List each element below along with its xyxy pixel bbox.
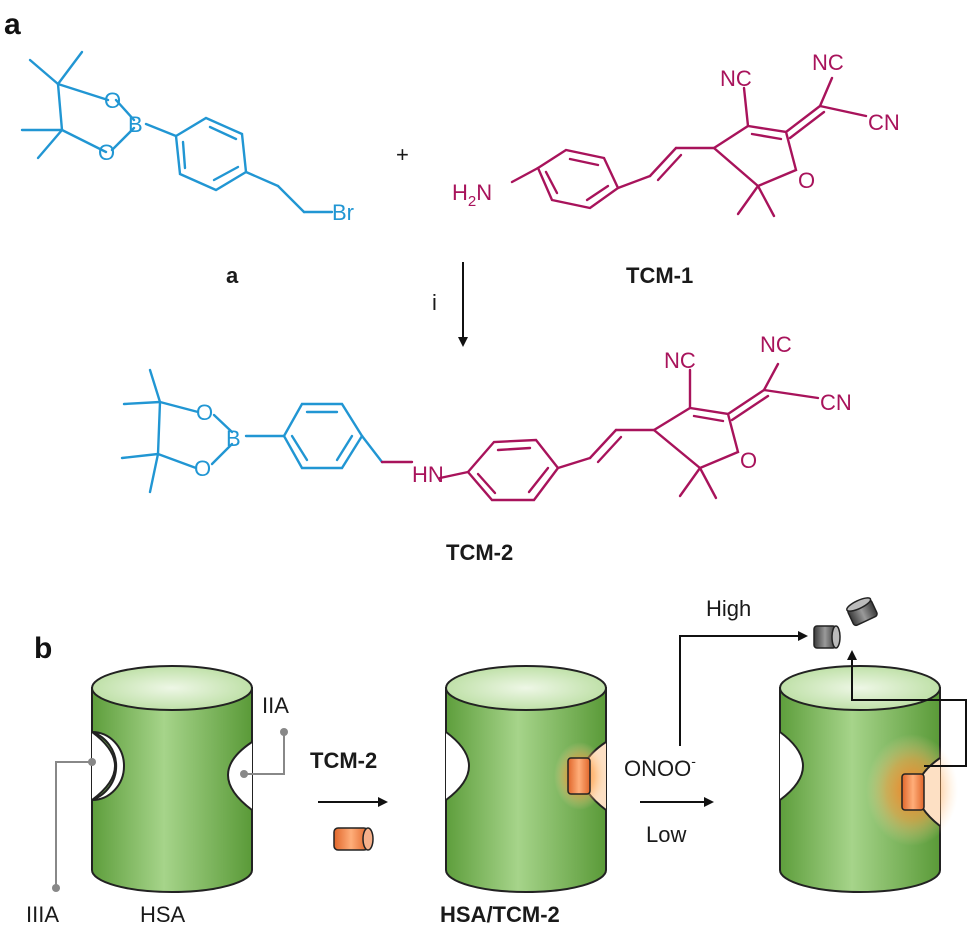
site-iiia-end-dot: [52, 884, 60, 892]
tcm2-nc-top: NC: [664, 348, 696, 373]
tcm1-label: TCM-1: [626, 263, 693, 288]
low-label: Low: [646, 822, 686, 847]
panel-label-b: b: [34, 632, 52, 665]
site-iia-end-dot: [280, 728, 288, 736]
tcm2-atom-o-upper: O: [196, 400, 213, 425]
panel-label-a: a: [4, 8, 21, 41]
site-iia-dot: [240, 770, 248, 778]
cleaved-fragment-2: [846, 597, 878, 627]
tcm2-ring-o: O: [740, 448, 757, 473]
plus-sign: +: [396, 142, 409, 167]
tcm2-nc-right-top: NC: [760, 332, 792, 357]
site-iiia-dot: [88, 758, 96, 766]
tcm1-ring-o: O: [798, 168, 815, 193]
atom-o-lower: O: [98, 140, 115, 165]
complex-label: HSA/TCM-2: [440, 902, 560, 927]
site-iiia-label: IIIA: [26, 902, 59, 927]
atom-o-upper: O: [104, 88, 121, 113]
tcm1-amine-h: H2N: [452, 180, 492, 210]
hsa-cylinder: [91, 665, 253, 893]
site-markers: [55, 732, 285, 888]
tcm2-cn-right: CN: [820, 390, 852, 415]
tcm2-atom-b: B: [226, 426, 241, 451]
tcm1-nc-right-top: NC: [812, 50, 844, 75]
high-arrow: [679, 631, 808, 746]
high-label: High: [706, 596, 751, 621]
reactant-a-structure: [20, 50, 334, 214]
reaction-condition: i: [432, 290, 437, 315]
tcm2-atom-hn: HN: [412, 462, 444, 487]
reactant-a-label: a: [226, 263, 239, 288]
hsa-tcm2-cylinder: [445, 665, 607, 893]
release-arrow: [847, 650, 967, 767]
step2-label: ONOO-: [624, 753, 696, 781]
site-iia-label: IIA: [262, 693, 289, 718]
probe-icon: [333, 827, 374, 851]
tcm2-dye-part: [380, 362, 820, 502]
tcm2-atom-o-lower: O: [194, 456, 211, 481]
tcm1-cn-right: CN: [868, 110, 900, 135]
atom-br: Br: [332, 200, 354, 225]
tcm1-structure: [510, 76, 868, 218]
hsa-label: HSA: [140, 902, 186, 927]
activated-cylinder: [779, 665, 958, 893]
tcm2-label: TCM-2: [446, 540, 513, 565]
cleaved-fragment-1: [813, 625, 841, 649]
atom-b: B: [128, 112, 143, 137]
step1-label: TCM-2: [310, 748, 377, 773]
tcm1-nc-top: NC: [720, 66, 752, 91]
tcm2-boronate-part: [120, 368, 384, 494]
